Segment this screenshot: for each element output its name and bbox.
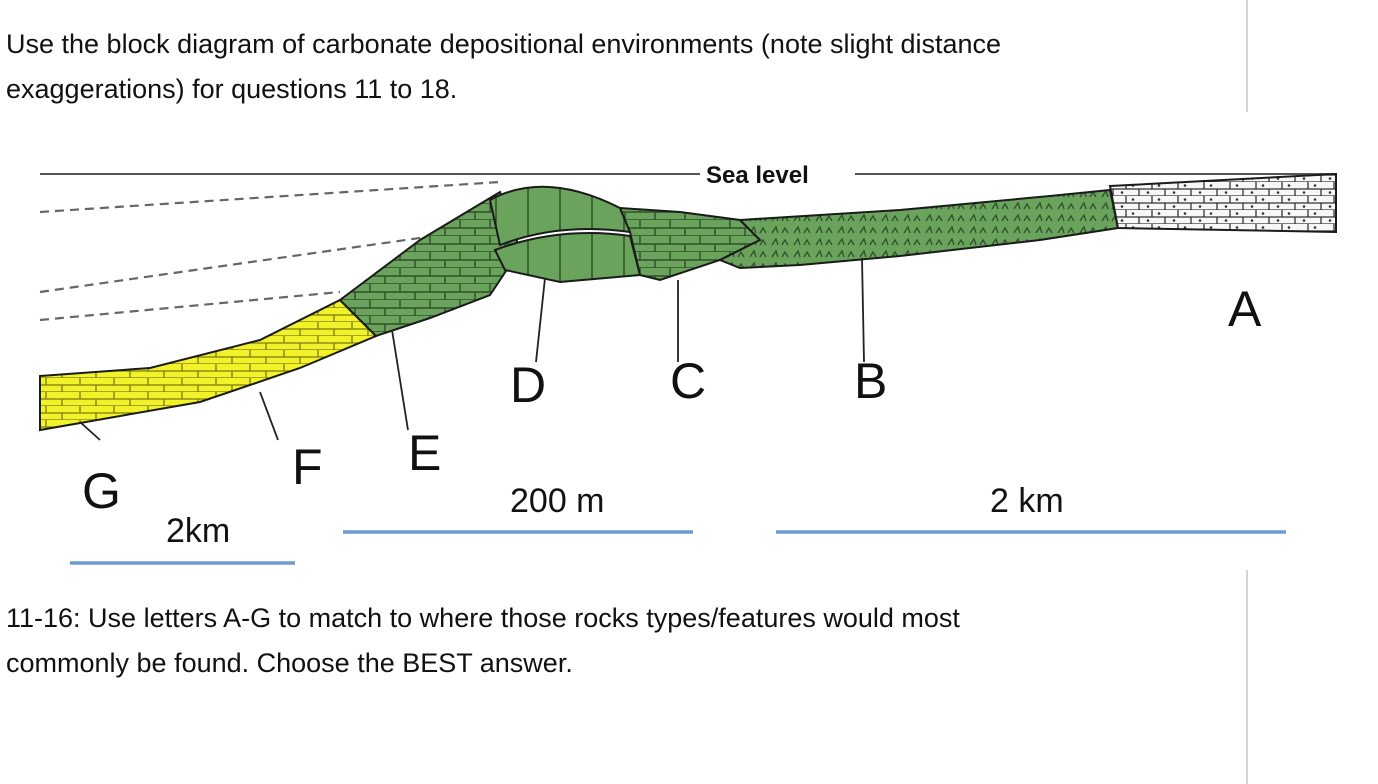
letter-F: F bbox=[292, 439, 323, 495]
scale-label-right: 2 km bbox=[990, 482, 1064, 520]
letter-C: C bbox=[670, 353, 706, 409]
scale-label-middle: 200 m bbox=[510, 482, 605, 520]
scale-label-left: 2km bbox=[166, 512, 230, 550]
page-margin-rule-top bbox=[1246, 0, 1248, 112]
fore-reef-facies bbox=[338, 190, 522, 338]
question-paragraph: 11-16: Use letters A-G to match to where… bbox=[6, 596, 1226, 686]
question-line-1: 11-16: Use letters A-G to match to where… bbox=[6, 603, 960, 633]
lagoon-facies bbox=[717, 188, 1120, 270]
letter-B: B bbox=[854, 353, 887, 409]
dashed-time-lines bbox=[39, 180, 501, 322]
letter-D: D bbox=[510, 357, 546, 413]
page-margin-rule-bottom bbox=[1246, 570, 1248, 784]
letter-A: A bbox=[1228, 281, 1262, 337]
intro-line-1: Use the block diagram of carbonate depos… bbox=[6, 29, 1002, 59]
intro-paragraph: Use the block diagram of carbonate depos… bbox=[6, 22, 1226, 112]
leader-lines bbox=[79, 257, 865, 441]
carbonate-block-diagram: Sea level A B C D E F G 2km 200 m 2 km bbox=[39, 162, 1337, 565]
question-line-2: commonly be found. Choose the BEST answe… bbox=[6, 648, 573, 678]
tidal-flat-facies bbox=[1108, 172, 1337, 234]
slope-facies-yellow bbox=[39, 298, 378, 432]
letter-G: G bbox=[82, 463, 121, 519]
letter-E: E bbox=[408, 425, 441, 481]
intro-line-2: exaggerations) for questions 11 to 18. bbox=[6, 74, 458, 104]
sea-level-label: Sea level bbox=[706, 162, 809, 189]
back-reef-facies bbox=[618, 206, 762, 282]
